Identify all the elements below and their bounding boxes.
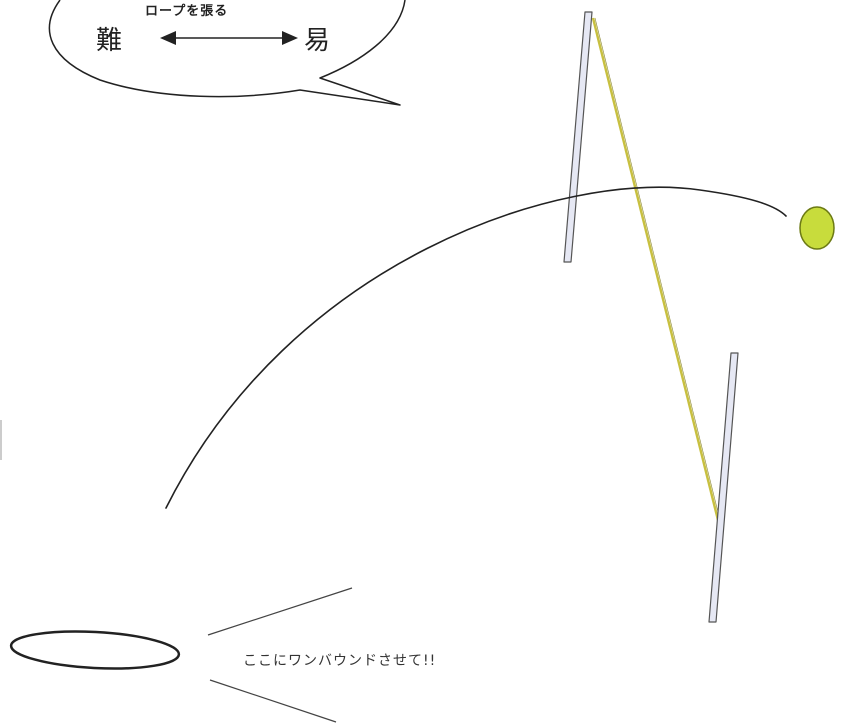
- rope: [593, 18, 718, 520]
- easy-label: 易: [304, 20, 330, 57]
- pointer-line-upper: [208, 588, 352, 635]
- rope-shadow: [595, 18, 720, 520]
- ball: [800, 207, 834, 249]
- bounce-instruction: ここにワンバウンドさせて!!: [243, 650, 436, 670]
- ball-trajectory: [166, 187, 786, 508]
- hard-label: 難: [96, 20, 122, 57]
- right-pole: [709, 353, 738, 622]
- landing-target: [10, 628, 180, 673]
- left-pole: [564, 12, 592, 262]
- pointer-line-lower: [210, 680, 336, 722]
- bubble-caption: ロープを張る: [145, 0, 228, 19]
